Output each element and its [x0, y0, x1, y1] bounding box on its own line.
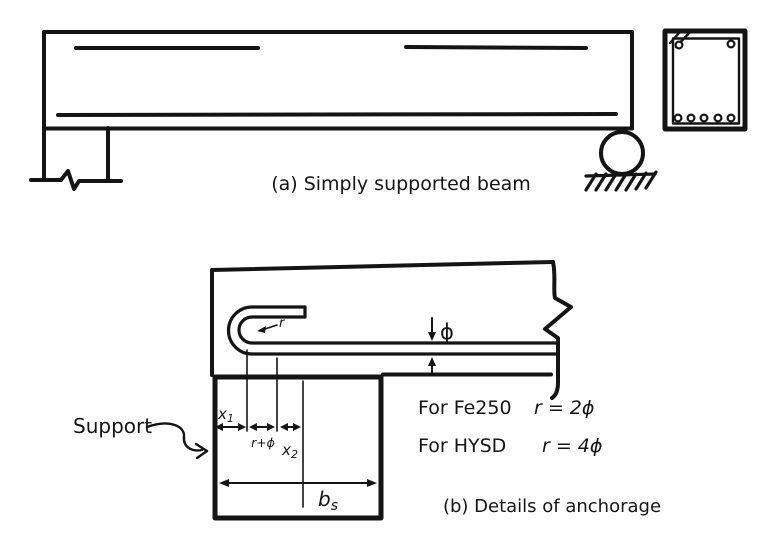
beam-outline [42, 30, 634, 131]
support-arrowhead-upper [194, 442, 209, 453]
note-fe250-condition: For Fe250 [418, 397, 512, 419]
bar-diameter-annotation: ϕ [428, 317, 454, 373]
bend-radius-notes: For Fe250 r = 2ϕ For HYSD r = 4ϕ [418, 397, 602, 457]
beam-edge-path [210, 260, 555, 377]
dim-label-x2: x2 [281, 441, 298, 461]
anchor-bar-hook [226, 305, 558, 356]
simply-supported-beam-figure: (a) Simply supported beam [29, 28, 748, 195]
panel-b-caption: (b) Details of anchorage [443, 496, 661, 517]
dim-bs: bs [219, 479, 377, 514]
main-bar-dot [686, 113, 696, 123]
panel-a-caption: (a) Simply supported beam [271, 173, 531, 195]
beam-break-line [543, 260, 573, 400]
bottom-rebar-line [56, 112, 618, 117]
phi-arrow-up-head [428, 357, 436, 366]
phi-label: ϕ [440, 320, 454, 344]
radius-arrowhead [257, 326, 266, 333]
stirrup-hook-line-2 [668, 31, 681, 45]
phi-arrow-down-head [428, 332, 436, 341]
top-rebar-line-right [404, 45, 588, 50]
roller-hatching [584, 170, 658, 192]
dim-rphi-left-head [249, 423, 257, 431]
dim-bs-right-head [367, 479, 377, 487]
support-annotation: Support [73, 414, 209, 460]
dim-x1: x1 [215, 405, 246, 431]
note-fe250-value: r = 2ϕ [534, 397, 594, 419]
left-wall-support [29, 126, 123, 191]
main-bar-dot [673, 113, 683, 123]
note-hysd-value: r = 4ϕ [542, 435, 602, 457]
ground-break-line [29, 169, 123, 191]
main-bar-dot [726, 113, 736, 123]
dim-r-plus-phi: r+ϕ [249, 423, 275, 450]
support-leader-arrow [145, 422, 204, 452]
stirrup-rect [671, 37, 741, 125]
main-bar-dot [713, 113, 723, 123]
dim-x1-left-head [215, 423, 223, 431]
dim-x2: x2 [280, 423, 301, 461]
radius-label: r [279, 316, 286, 331]
note-hysd-condition: For HYSD [418, 435, 506, 457]
dim-label-r-phi: r+ϕ [251, 435, 275, 450]
dim-label-bs: bs [318, 487, 338, 514]
support-arrowhead-lower [195, 449, 209, 460]
dim-bs-left-head [219, 479, 229, 487]
support-label: Support [73, 414, 152, 438]
bar-inner-edge [237, 315, 558, 345]
hanger-bar-dot [674, 40, 684, 50]
dim-x2-left-head [280, 423, 288, 431]
dim-rphi-right-head [267, 423, 275, 431]
anchorage-detail-figure: r ϕ x1 r+ϕ [73, 260, 661, 521]
dim-label-x1: x1 [217, 405, 234, 425]
support-block [212, 374, 384, 521]
roller-support [584, 130, 658, 192]
dim-x2-right-head [293, 423, 301, 431]
section-outline [662, 28, 748, 132]
beam-cross-section [662, 28, 748, 132]
dim-x1-right-head [238, 423, 246, 431]
main-bar-dot [699, 113, 709, 123]
radius-annotation: r [257, 316, 286, 333]
bar-outer-edge [226, 305, 558, 356]
hanger-bar-dot [726, 39, 736, 49]
